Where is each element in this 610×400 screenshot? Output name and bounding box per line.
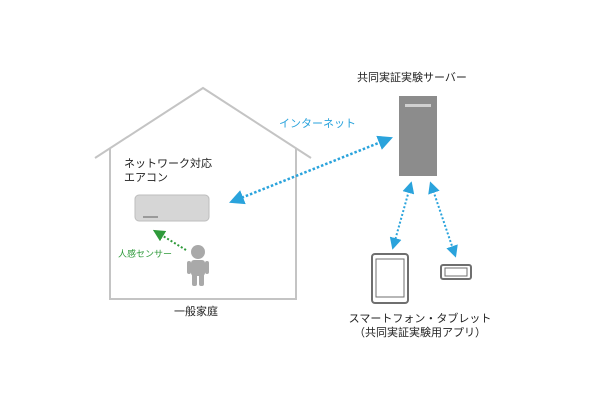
internet-label: インターネット [279, 117, 356, 130]
sensor-label: 人感センサー [118, 250, 173, 260]
tablet-icon [371, 253, 409, 304]
sensor-arrow [152, 229, 187, 251]
smartphone-icon [440, 264, 472, 280]
devices-label-line2: （共同実証実験用アプリ） [354, 326, 486, 339]
server-smartphone-arrow [428, 181, 458, 258]
household-label: 一般家庭 [174, 305, 218, 318]
air-conditioner-icon [134, 194, 210, 222]
devices-label-line1: スマートフォン・タブレット [348, 312, 492, 325]
server-label: 共同実証実験サーバー [357, 71, 467, 84]
aircon-label-line1: ネットワーク対応 [124, 157, 212, 170]
server-tower-icon [399, 96, 437, 176]
aircon-label-line2: エアコン [124, 171, 168, 184]
internet-arrow [229, 135, 393, 205]
server-tablet-arrow [389, 181, 415, 250]
person-icon [187, 245, 209, 286]
house-outline [94, 86, 312, 300]
